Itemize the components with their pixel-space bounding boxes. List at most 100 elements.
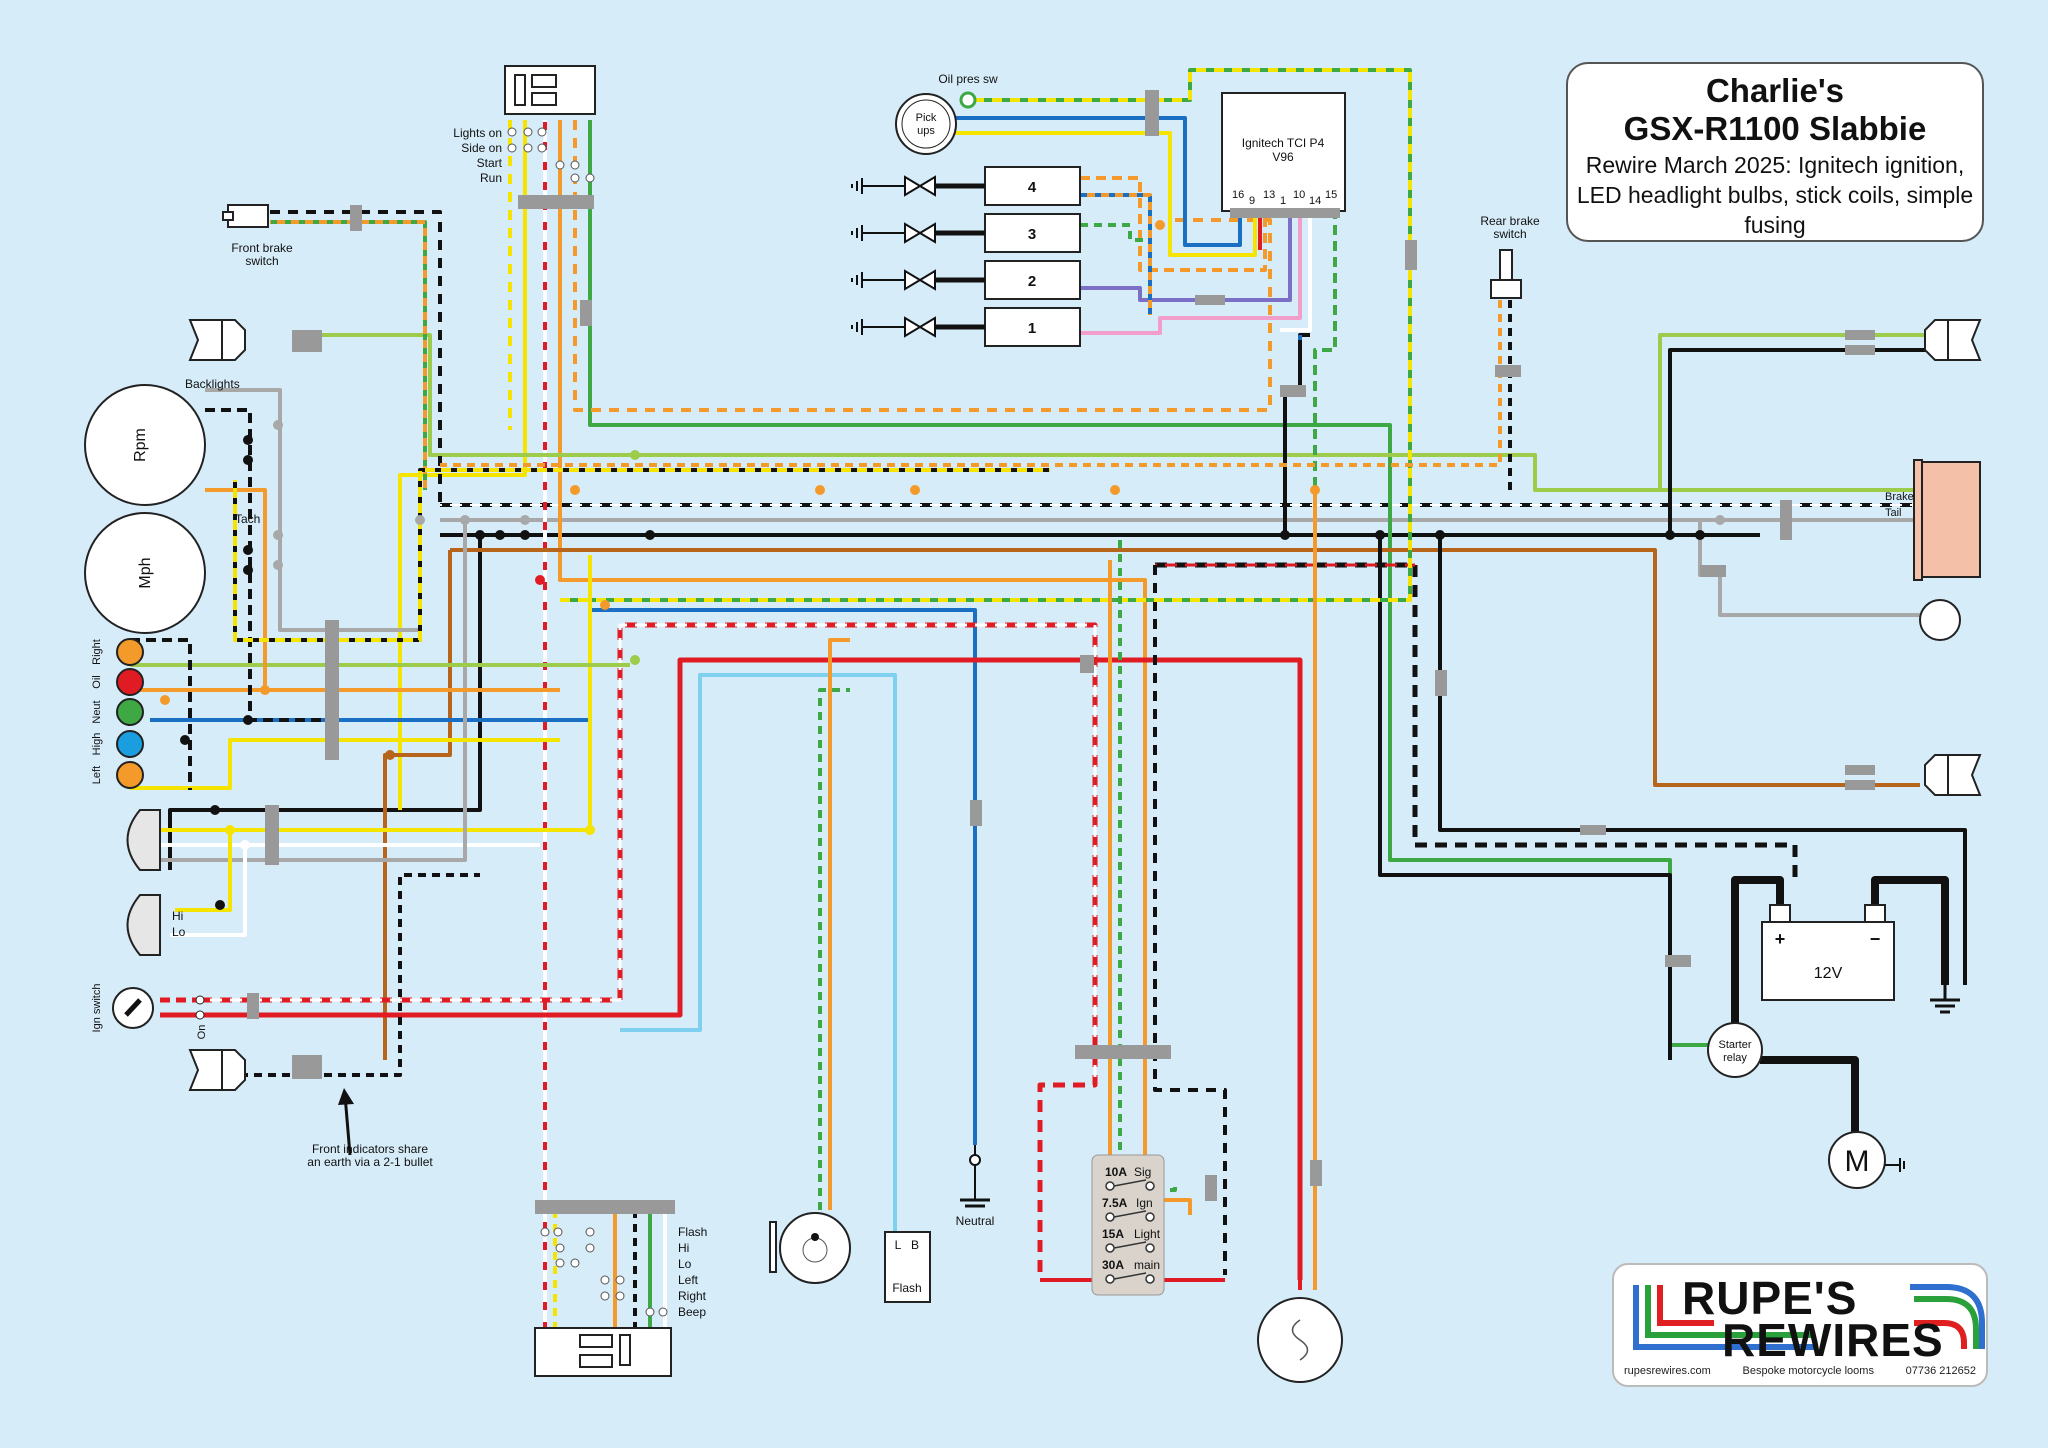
wire-black-v1: [168, 535, 482, 870]
rpm-label: Rpm: [132, 428, 149, 462]
connector-block: [1845, 345, 1875, 355]
flasher-flash: Flash: [892, 1281, 921, 1295]
headlight-lo-label: Lo: [172, 925, 186, 939]
wire-hl-lo: [170, 845, 247, 937]
ign-switch-label: Ign switch: [91, 984, 103, 1033]
left-handlebar-switch: Flash Hi Lo Left Right Beep: [534, 1225, 707, 1377]
ecu-pin-0: 16: [1232, 189, 1244, 201]
fuse-rating-3: 30A: [1102, 1258, 1124, 1272]
pickups-label-1: ups: [917, 125, 935, 137]
fuse-rating-1: 7.5A: [1102, 1196, 1128, 1210]
rear-left-indicator: [1924, 754, 1982, 796]
wire-pickup-blue: [950, 116, 1242, 247]
wire-ri-black: [1668, 348, 1930, 535]
title-line2: GSX-R1100 Slabbie: [1623, 110, 1927, 147]
connector-block: [350, 205, 362, 231]
ecu-label-1: V96: [1272, 150, 1294, 164]
ecu-pin-5: 14: [1309, 195, 1321, 207]
coil-3: 3: [984, 213, 1081, 253]
front-ind-note-0: Front indicators share: [312, 1142, 428, 1156]
front-indicator-note: Front indicators share an earth via a 2-…: [307, 1088, 433, 1169]
wire-coil1-pink: [1080, 210, 1302, 335]
fuse-name-0: Sig: [1134, 1165, 1151, 1179]
wire-fi-dash: [240, 873, 480, 1077]
oil-pressure-switch: Oil pres sw: [938, 72, 998, 109]
rear-brake-switch: Rear brake switch: [1480, 214, 1540, 299]
oil-pres-label: Oil pres sw: [938, 72, 998, 86]
wire-starter: [1760, 1056, 1859, 1155]
wire-red-ign-w: [200, 623, 1097, 1085]
wire-hl-grey: [155, 520, 467, 862]
wire-frontbrake-o: [270, 220, 427, 490]
connector-block: [1665, 955, 1691, 967]
ecu-pin-2: 13: [1263, 189, 1275, 201]
flasher-b: B: [911, 1238, 919, 1252]
connector-block: [1580, 825, 1606, 835]
wire-batt-neg: [1871, 876, 1949, 985]
connector-block: [1780, 500, 1792, 540]
rupes-rewires-logo: RUPE'S REWIRES rupesrewires.com Bespoke …: [1612, 1263, 1988, 1387]
switch-right-label-3: Run: [480, 171, 502, 185]
spark-plug-icon: [904, 316, 936, 338]
wiring-harness: [130, 68, 1967, 1330]
wire-brown-main: [450, 548, 1920, 787]
neutral-switch: Neutral: [956, 1145, 995, 1228]
oil-lamp: [116, 668, 144, 696]
tach-label: Tach: [235, 512, 260, 526]
ignitech-ecu: Ignitech TCI P4 V96 16 9 13 1 10 14 15: [1221, 92, 1346, 218]
tail-label: Tail: [1885, 507, 1902, 519]
connector-block: [247, 993, 259, 1019]
wire-horn-g: [818, 688, 850, 1210]
connector-block: [1310, 1160, 1322, 1186]
wire-ri-lightgreen: [1658, 333, 1930, 490]
high-beam-lamp: [116, 730, 144, 758]
logo-footer: rupesrewires.com Bespoke motorcycle loom…: [1624, 1365, 1976, 1377]
fuse-name-2: Light: [1134, 1227, 1161, 1241]
wire-ecu-white: [1280, 210, 1312, 332]
switch-right-label-1: Side on: [461, 141, 502, 155]
ecu-pin-6: 15: [1325, 189, 1337, 201]
neutral-label: Neutral: [956, 1214, 995, 1228]
backlights-label: Backlights: [185, 377, 240, 391]
right-indicator-lamp: [116, 638, 144, 666]
ecu-pin-4: 10: [1293, 189, 1305, 201]
wire-dash-yellow: [130, 738, 560, 790]
title-line1: Charlie's: [1705, 72, 1845, 109]
rear-brake-label-0: Rear brake: [1480, 214, 1540, 228]
connector-block: [1195, 295, 1225, 305]
switch-left-label-2: Lo: [678, 1257, 692, 1271]
connector-block: [580, 300, 592, 326]
wire-hl-hi: [175, 830, 232, 912]
front-brake-switch: Front brake switch: [222, 204, 293, 268]
rear-right-indicator: [1924, 319, 1982, 361]
wire-green-v: [588, 120, 1720, 1047]
wire-rear-brake: [440, 300, 1502, 467]
fuse-name-1: Ign: [1136, 1196, 1153, 1210]
tail-light: Brake Tail: [1885, 459, 1981, 581]
wire-coil2-purple: [1080, 210, 1292, 302]
motor-label: M: [1845, 1145, 1870, 1178]
switch-right-label-2: Start: [477, 156, 503, 170]
horn: [769, 1212, 851, 1284]
pickups: Pick ups: [895, 93, 957, 155]
connector-block: [1495, 365, 1521, 377]
wire-gauge-grey: [205, 388, 422, 632]
starter-relay-label-1: relay: [1723, 1052, 1747, 1064]
wire-batt-pos: [1731, 876, 1784, 1045]
starter-motor: M: [1828, 1131, 1905, 1189]
connector-block: [1845, 330, 1875, 340]
lamp-label-oil: Oil: [91, 675, 103, 688]
coil-2: 2: [984, 260, 1081, 300]
mph-label: Mph: [137, 557, 154, 588]
wire-yellow-v: [398, 120, 527, 810]
connector-block: [535, 1200, 675, 1214]
wire-orange-v: [558, 120, 1147, 1240]
flasher-l: L: [895, 1238, 902, 1252]
fuse-rating-2: 15A: [1102, 1227, 1124, 1241]
wire-gauge-black: [205, 408, 330, 722]
starter-relay: Starter relay: [1707, 1022, 1763, 1078]
switch-right-label-0: Lights on: [453, 126, 502, 140]
battery-plus: +: [1775, 929, 1786, 949]
wire-black-earth2: [1378, 535, 1672, 1060]
fuse-box: 10A Sig 7.5A Ign 15A Light 30A main: [1091, 1154, 1165, 1296]
